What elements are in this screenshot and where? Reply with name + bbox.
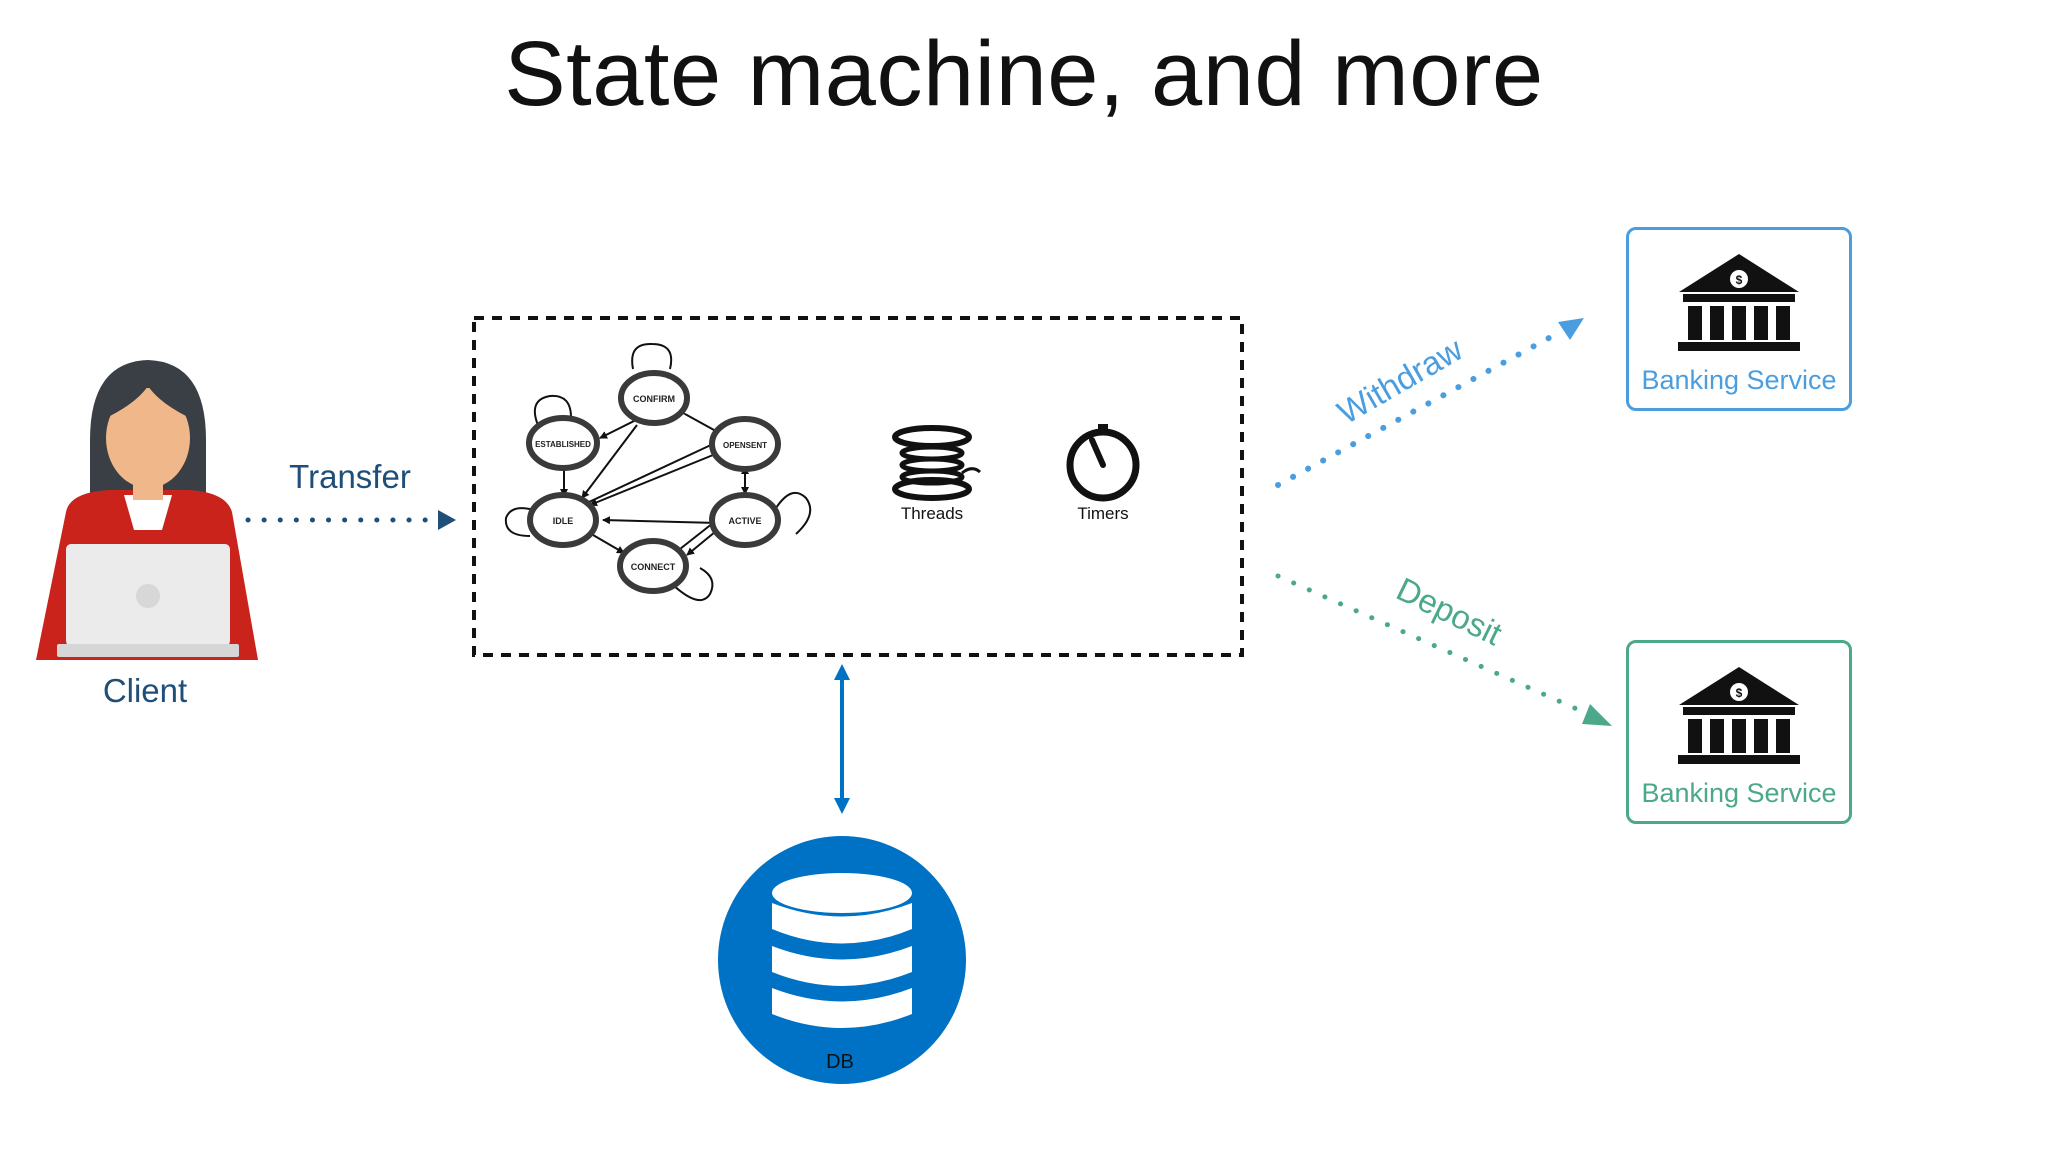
svg-text:IDLE: IDLE (553, 516, 574, 526)
banking-service-top: $ Banking Service (1626, 227, 1852, 411)
svg-text:CONNECT: CONNECT (631, 562, 676, 572)
banking-service-bottom: $ Banking Service (1626, 640, 1852, 824)
svg-text:$: $ (1736, 273, 1743, 287)
timers-icon (1066, 424, 1140, 502)
banking-service-label: Banking Service (1641, 365, 1837, 395)
svg-text:CONFIRM: CONFIRM (633, 394, 675, 404)
db-arrow-head-down (834, 798, 850, 814)
deposit-arrow (1275, 573, 1591, 717)
withdraw-label: Withdraw (1331, 330, 1469, 431)
database-icon (718, 836, 966, 1084)
threads-icon (892, 425, 981, 501)
bank-icon: $ (1678, 254, 1800, 351)
state-node-idle: IDLE (527, 492, 599, 548)
client-label: Client (102, 672, 188, 709)
db-label: DB (826, 1051, 854, 1073)
banking-service-label: Banking Service (1641, 778, 1837, 808)
state-node-confirm: CONFIRM (618, 370, 690, 426)
svg-text:ESTABLISHED: ESTABLISHED (535, 440, 591, 449)
threads-label: Threads (900, 504, 964, 523)
deposit-label: Deposit (1391, 570, 1508, 652)
svg-text:OPENSENT: OPENSENT (723, 441, 767, 450)
client-person-icon (36, 360, 258, 660)
state-node-opensent: OPENSENT (709, 416, 781, 472)
withdraw-arrow (1275, 329, 1563, 488)
timers-label: Timers (1077, 504, 1129, 523)
state-node-connect: CONNECT (617, 538, 689, 594)
bank-icon: $ (1678, 667, 1800, 764)
svg-text:ACTIVE: ACTIVE (728, 516, 761, 526)
state-transitions (504, 342, 812, 602)
svg-text:$: $ (1736, 686, 1743, 700)
service-box (472, 316, 1244, 657)
deposit-arrow-head (1582, 704, 1612, 726)
db-arrow-head-up (834, 664, 850, 680)
slide-title: State machine, and more (504, 23, 1544, 125)
transfer-arrow-head (438, 510, 456, 530)
withdraw-arrow-head (1558, 318, 1584, 340)
state-node-active: ACTIVE (709, 492, 781, 548)
state-node-established: ESTABLISHED (526, 415, 600, 471)
transfer-label: Transfer (289, 458, 411, 495)
